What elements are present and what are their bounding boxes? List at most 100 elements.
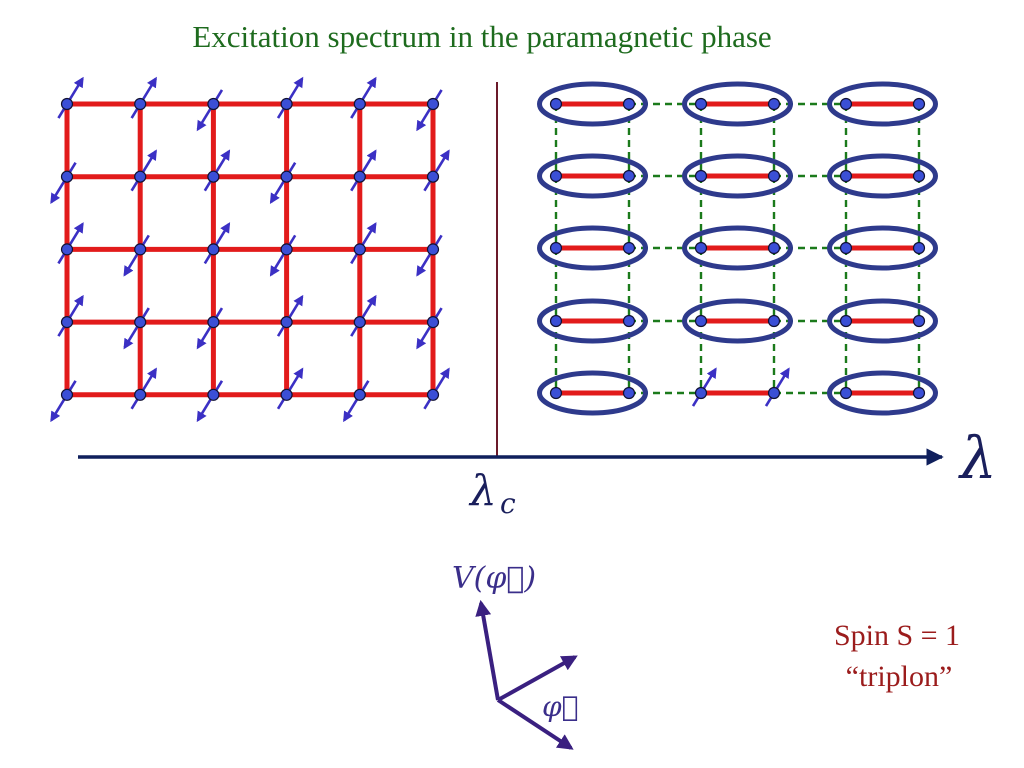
spin-arrow [57,76,84,119]
spin-arrow [416,234,443,277]
dimer-site [767,314,781,328]
dimer-site [839,241,853,255]
dimer-site [694,97,708,111]
dimer-site [767,386,781,400]
spin-arrow [350,149,377,192]
lambda-axis-label: λ [958,424,997,492]
spin-arrow [350,294,377,337]
dimer-site [549,169,563,183]
spin-arrow [130,149,157,192]
dimer-site [549,314,563,328]
dimer-site [622,314,636,328]
singlet-ellipse [827,370,938,416]
singlet-ellipse [682,81,793,127]
lattice-site [207,316,220,329]
lattice-site [353,388,366,401]
neel-lattice [50,76,450,423]
lattice-site [60,243,74,256]
singlet-ellipse [537,153,648,199]
phi-vector-label: φ⃗ [542,690,578,723]
dimer-site [694,169,708,183]
dimer-site [694,314,708,328]
lattice-site [353,243,366,256]
spin-arrow [123,234,150,277]
dimer-site [767,97,781,111]
dimer-site [839,314,853,328]
spin-arrow [350,76,377,119]
dimer-site [839,97,853,111]
lambda-c-symbol: λ [468,466,497,515]
dimer-site [622,97,636,111]
singlet-ellipse [682,298,793,344]
lattice-site [207,243,220,256]
dimer-site [912,169,926,183]
spin-arrow [276,294,304,337]
dimer-lattice [537,81,938,416]
dimer-site [694,386,708,400]
spin-arrow [276,76,304,119]
lattice-site [207,97,220,111]
singlet-ellipse [827,81,938,127]
spin-arrow [343,380,370,423]
lattice-site [134,388,147,401]
dimer-site [622,241,636,255]
spin-arrow [416,307,443,350]
spin-arrow [203,222,231,265]
triplet-spin-arrow [691,367,717,407]
lattice-site [426,170,440,183]
singlet-ellipse [537,225,648,271]
lattice-site [60,170,74,183]
spin-arrow [269,234,297,277]
dimer-site [839,169,853,183]
triplon-label: “triplon” [846,660,953,693]
lambda-c-subscript: c [500,487,516,520]
lattice-site [134,170,147,183]
lattice-site [353,170,366,183]
spin-arrow [50,380,77,423]
page-title: Excitation spectrum in the paramagnetic … [192,19,771,54]
lattice-site [426,316,440,329]
dimer-site [767,169,781,183]
dimer-site [912,314,926,328]
spin-arrow [130,367,157,410]
lattice-site [280,316,293,329]
lattice-site [426,97,440,111]
lattice-site [207,388,220,401]
dimer-site [839,386,853,400]
dimer-site [912,97,926,111]
spin-arrow [130,76,157,119]
potential-axis-arrow [475,599,500,701]
spin-arrow [350,222,377,265]
lattice-site [134,97,147,111]
spin-arrow [50,161,77,204]
triplet-spin-arrow [764,367,790,407]
spin-arrow [269,161,297,204]
singlet-ellipse [827,298,938,344]
spin-arrow [276,367,304,410]
lattice-site [60,388,74,401]
lattice-site [60,97,74,111]
spin-arrow [423,367,450,410]
singlet-ellipse [827,153,938,199]
singlet-ellipse [537,81,648,127]
spin-arrow [123,307,150,350]
spin-arrow [416,89,443,132]
dimer-site [767,241,781,255]
dimer-site [549,386,563,400]
lattice-site [280,170,293,183]
spin-value-label: Spin S = 1 [834,619,960,652]
dimer-site [622,169,636,183]
dimer-site [549,97,563,111]
singlet-ellipse [537,370,648,416]
lattice-site [426,388,440,401]
singlet-ellipse [682,153,793,199]
dimer-site [912,241,926,255]
lattice-site [60,316,74,329]
singlet-ellipse [827,225,938,271]
phi-vector-arrow-2 [496,698,574,750]
lattice-site [353,316,366,329]
lattice-site [280,243,293,256]
spin-arrow [57,222,84,265]
spin-arrow [423,149,450,192]
